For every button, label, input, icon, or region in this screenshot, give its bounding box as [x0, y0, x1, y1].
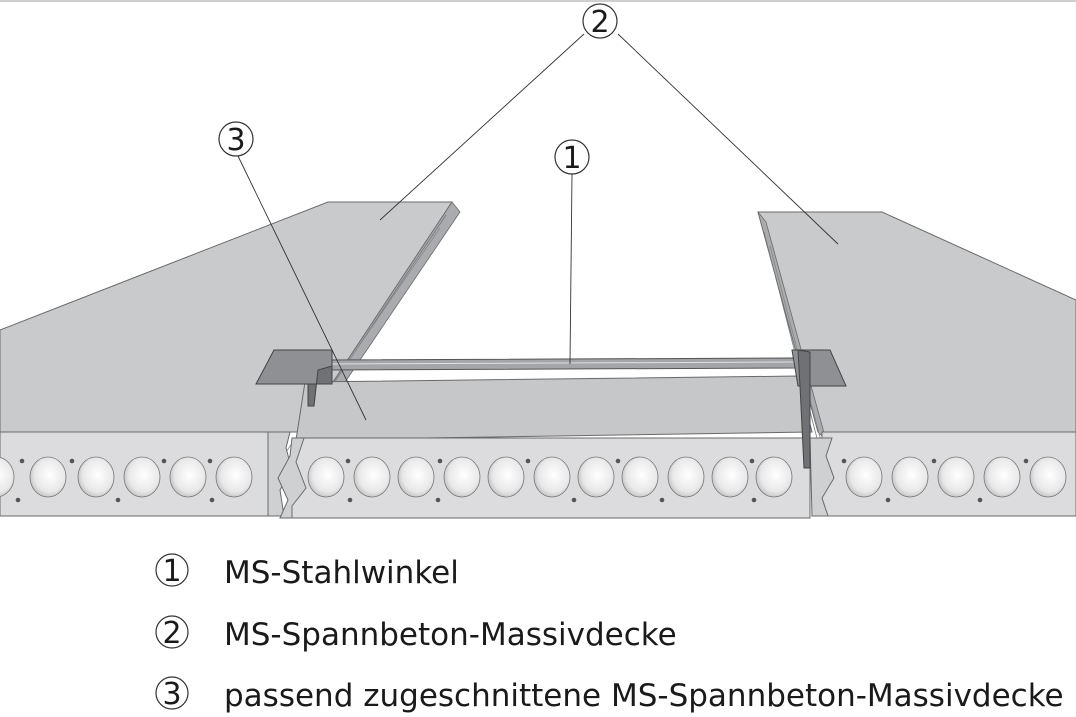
left-steel-angle-leg [307, 365, 333, 407]
legend-item-label: passend zugeschnittene MS-Spannbeton-Mas… [224, 678, 1064, 714]
middle-slab-cores [307, 456, 793, 503]
legend-item-number: 3 [162, 677, 181, 712]
right-slab-key [809, 437, 835, 517]
callout-2-label: 2 [590, 5, 609, 40]
legend-item-label: MS-Stahlwinkel [224, 555, 459, 591]
leader-1 [569, 173, 573, 365]
legend-item: 1 MS-Stahlwinkel [155, 553, 459, 591]
middle-slab-top [295, 375, 813, 441]
legend-item-number-circle [155, 615, 189, 649]
leader-2-right [617, 33, 839, 245]
callout-3-label: 3 [226, 123, 245, 158]
legend-item-number: 1 [162, 554, 181, 589]
callout-3: 3 [218, 121, 254, 158]
leader-lines [237, 33, 839, 421]
leader-3 [237, 155, 367, 421]
callout-1-circle [554, 139, 590, 175]
callout-2-circle [582, 3, 618, 39]
callout-3-circle [218, 121, 254, 157]
callout-1: 1 [554, 139, 590, 176]
callout-2: 2 [582, 3, 618, 40]
legend-item: 2 MS-Spannbeton-Massivdecke [155, 615, 677, 653]
legend: 1 MS-Stahlwinkel 2 MS-Spannbeton-Massivd… [155, 553, 1064, 714]
callout-1-label: 1 [562, 141, 581, 176]
legend-item-number: 2 [162, 616, 181, 651]
legend-item-number-circle [155, 676, 189, 710]
left-slab-cores [0, 456, 253, 503]
right-slab-cores [841, 456, 1067, 503]
steel-angle-assembly [255, 349, 847, 469]
leader-2-left [379, 33, 585, 221]
legend-item-label: MS-Spannbeton-Massivdecke [224, 617, 677, 653]
legend-item: 3 passend zugeschnittene MS-Spannbeton-M… [155, 676, 1064, 714]
right-steel-angle-leg [797, 349, 811, 469]
legend-item-number-circle [155, 553, 189, 587]
middle-slab-left-key [277, 437, 307, 519]
